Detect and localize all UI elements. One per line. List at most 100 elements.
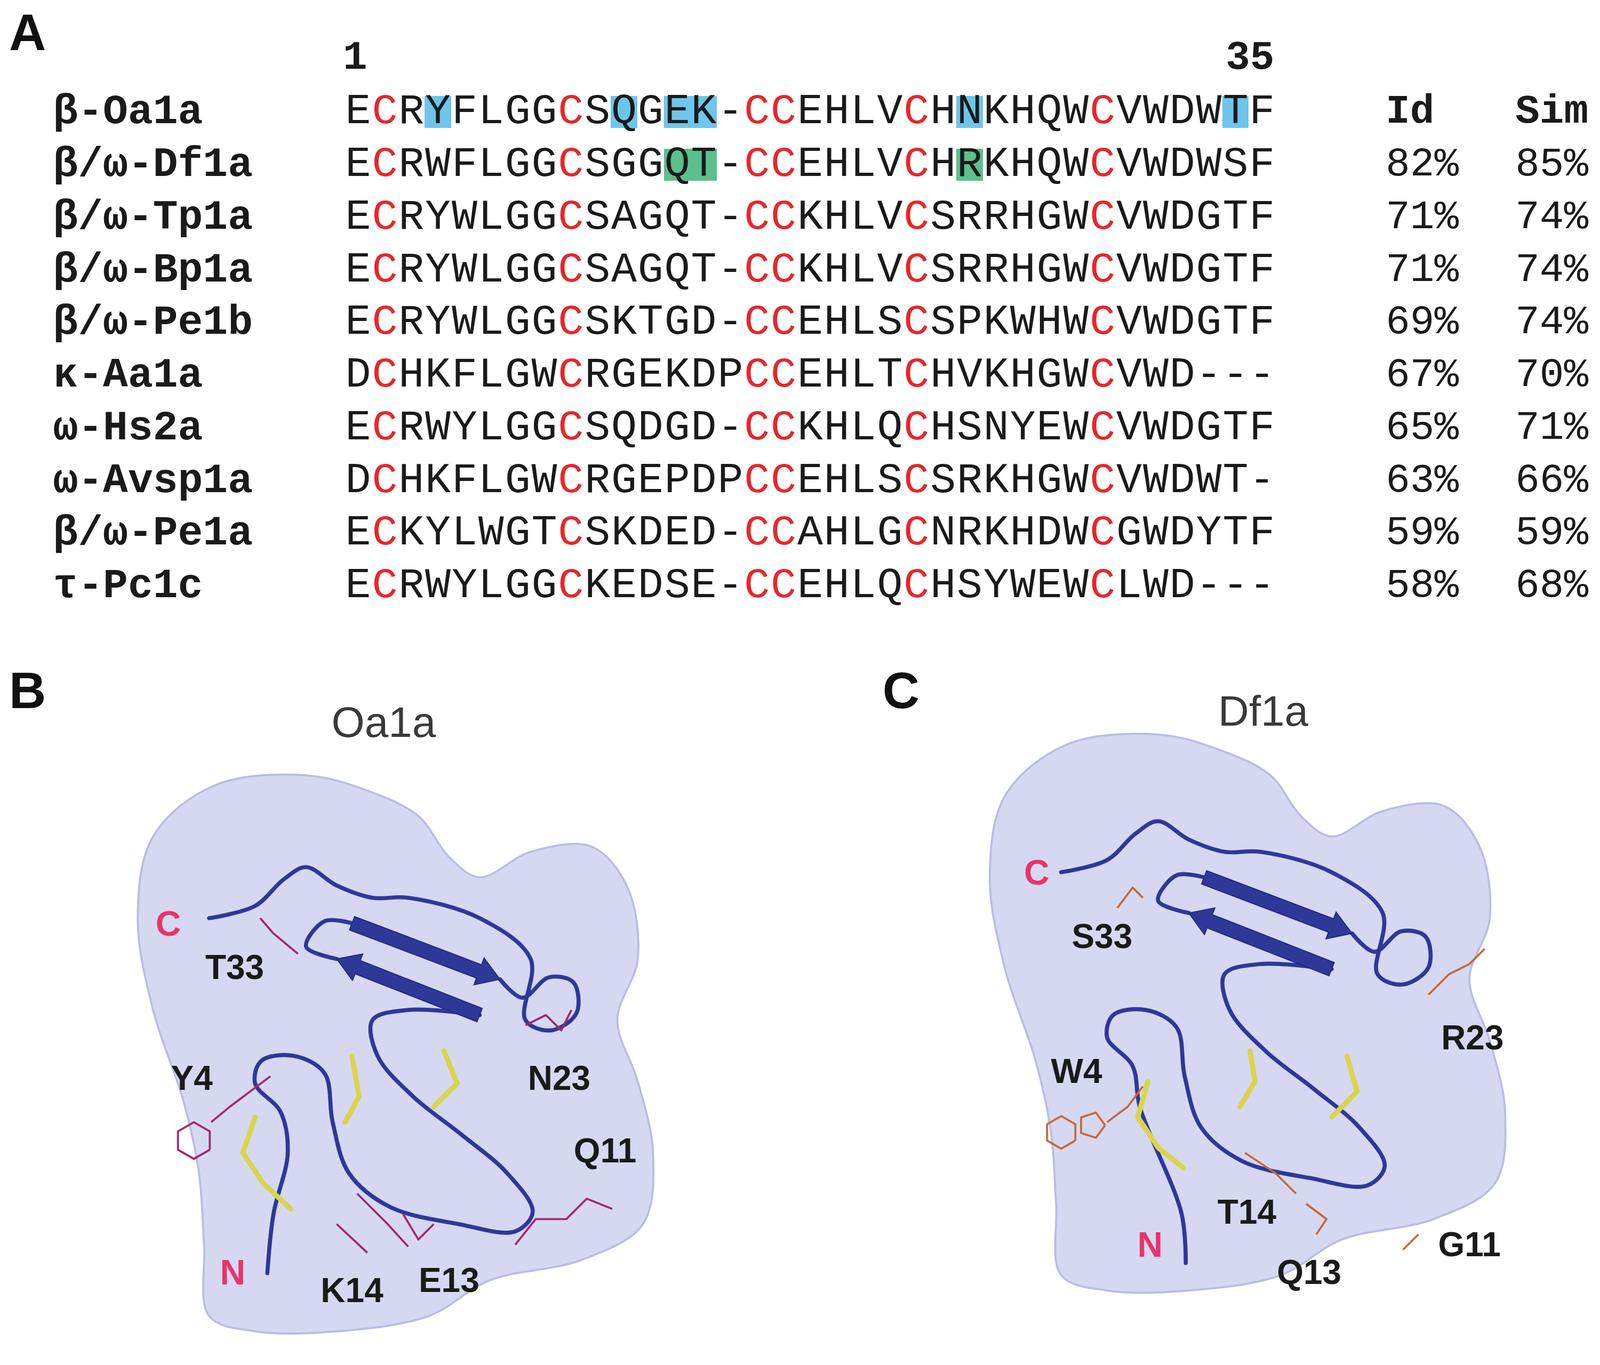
side-chain	[1306, 1204, 1327, 1235]
disulfide-bond	[1331, 1056, 1358, 1118]
similarity-percent: 59%	[1515, 510, 1589, 557]
residue-letter: F	[1248, 201, 1276, 234]
residue-letter: S	[1222, 148, 1250, 181]
residue-letter: F	[1248, 96, 1276, 128]
residue-letter: P	[664, 465, 691, 498]
similarity-percent: 68%	[1515, 563, 1589, 610]
residue-letter: S	[929, 465, 957, 498]
residue-letter: -	[716, 254, 744, 287]
residue-label: T33	[205, 947, 264, 988]
residue-letter: C	[743, 570, 771, 603]
residue-letter: C	[557, 517, 584, 550]
residue-letter: S	[584, 412, 611, 445]
residue-label: Q11	[573, 1131, 637, 1171]
identity-percent: 71%	[1385, 194, 1459, 241]
residue-letter: H	[1009, 148, 1037, 181]
residue-letter: F	[1248, 517, 1276, 550]
residue-letter: C	[557, 359, 584, 392]
residue-letter: D	[345, 465, 372, 498]
residue-letter: V	[956, 359, 983, 392]
column-header: 1	[342, 35, 368, 82]
residue-letter: W	[1142, 254, 1170, 287]
residue-letter: -	[1248, 570, 1276, 603]
residue-letter: C	[770, 517, 797, 550]
residue-letter: F	[451, 148, 478, 181]
residue-letter: E	[345, 412, 372, 445]
residue-letter: C	[770, 359, 797, 392]
side-chain	[1081, 1113, 1106, 1139]
residue-letter: L	[850, 412, 877, 445]
side-chain	[357, 1194, 409, 1247]
residue-letter: K	[982, 96, 1010, 128]
residue-letter: C	[1089, 96, 1116, 128]
residue-letter: E	[637, 359, 664, 392]
residue-letter: Q	[876, 412, 904, 445]
residue-letter: P	[716, 465, 744, 498]
residue-letter: C	[743, 148, 771, 181]
residue-letter: G	[504, 517, 532, 550]
residue-letter: H	[823, 412, 851, 445]
column-header: Id	[1385, 89, 1435, 135]
residue-letter: C	[743, 254, 771, 287]
residue-letter: C	[371, 306, 399, 339]
residue-letter: H	[929, 148, 957, 181]
residue-letter: D	[1169, 412, 1196, 445]
residue-letter: C	[902, 517, 930, 550]
side-chain	[525, 1010, 572, 1031]
identity-percent: 65%	[1385, 405, 1459, 452]
residue-letter: V	[876, 201, 904, 234]
disulfide-bond	[345, 1056, 360, 1123]
disulfide-bond	[1240, 1051, 1256, 1108]
residue-letter: H	[397, 359, 425, 392]
residue-letter: C	[743, 517, 771, 550]
residue-letter: G	[1195, 306, 1223, 339]
residue-label: Y4	[171, 1058, 213, 1099]
residue-letter: C	[1089, 412, 1116, 445]
disulfide-bond	[242, 1117, 291, 1210]
residue-letter: E	[796, 570, 824, 603]
residue-letter: Y	[424, 96, 452, 128]
residue-letter: H	[1009, 96, 1037, 128]
residue-letter: C	[371, 412, 399, 445]
residue-letter: S	[876, 306, 904, 339]
residue-letter: L	[850, 465, 877, 498]
sequence-alignment: DCHKFLGWCRGEKDPCCEHLTCHVKHGWCVWD---	[345, 359, 1276, 392]
residue-letter: S	[584, 517, 611, 550]
residue-letter: Q	[610, 96, 638, 128]
residue-letter: C	[770, 306, 797, 339]
residue-letter: L	[850, 201, 877, 234]
residue-letter: L	[850, 517, 877, 550]
residue-letter: R	[397, 254, 425, 287]
residue-letter: R	[956, 517, 983, 550]
peptide-name: β/ω-Pe1a	[52, 509, 253, 557]
residue-letter: W	[1062, 148, 1090, 181]
residue-letter: G	[664, 306, 691, 339]
residue-letter: L	[477, 254, 505, 287]
residue-letter: C	[770, 96, 797, 128]
residue-letter: G	[1036, 465, 1063, 498]
residue-letter: T	[531, 517, 558, 550]
residue-letter: Y	[1195, 517, 1223, 550]
residue-letter: T	[637, 306, 664, 339]
residue-letter: Q	[610, 412, 638, 445]
identity-percent: 59%	[1385, 510, 1459, 557]
residue-letter: H	[397, 465, 425, 498]
residue-letter: K	[796, 254, 824, 287]
residue-letter: G	[610, 359, 638, 392]
peptide-name: β/ω-Bp1a	[52, 246, 253, 294]
peptide-name: ω-Avsp1a	[52, 457, 253, 505]
identity-percent: 82%	[1385, 141, 1459, 188]
sequence-alignment: ECRYFLGGCSQGEK-CCEHLVCHNKHQWCVWDWTF	[345, 96, 1276, 128]
residue-letter: C	[770, 254, 797, 287]
residue-letter: C	[902, 412, 930, 445]
side-chain	[1046, 1116, 1076, 1149]
beta-strand	[349, 916, 500, 986]
residue-letter: G	[504, 254, 532, 287]
residue-letter: K	[690, 96, 718, 128]
residue-letter: L	[850, 96, 877, 128]
panel-letter: C	[882, 661, 920, 720]
residue-letter: S	[584, 306, 611, 339]
residue-letter: C	[902, 359, 930, 392]
residue-letter: K	[982, 517, 1010, 550]
residue-letter: G	[531, 148, 558, 181]
